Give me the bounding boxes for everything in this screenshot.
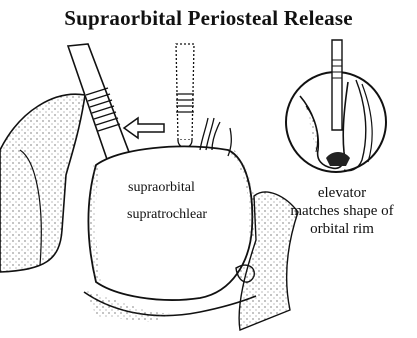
- frontal-bone: [89, 146, 253, 300]
- supraorbital-bundle: [200, 118, 220, 150]
- direction-arrow: [124, 118, 164, 138]
- caption-line-1: elevator: [272, 184, 412, 202]
- left-scalp-flap: [0, 94, 85, 272]
- label-supraorbital: supraorbital: [128, 180, 195, 196]
- caption-line-2: matches shape of: [272, 202, 412, 220]
- inset-magnification: [286, 40, 386, 172]
- caption-line-3: orbital rim: [272, 220, 412, 238]
- second-instrument: [176, 44, 194, 148]
- label-supratrochlear: supratrochlear: [127, 207, 207, 223]
- figure-title: Supraorbital Periosteal Release: [0, 6, 417, 31]
- inset-caption: elevator matches shape of orbital rim: [272, 184, 412, 238]
